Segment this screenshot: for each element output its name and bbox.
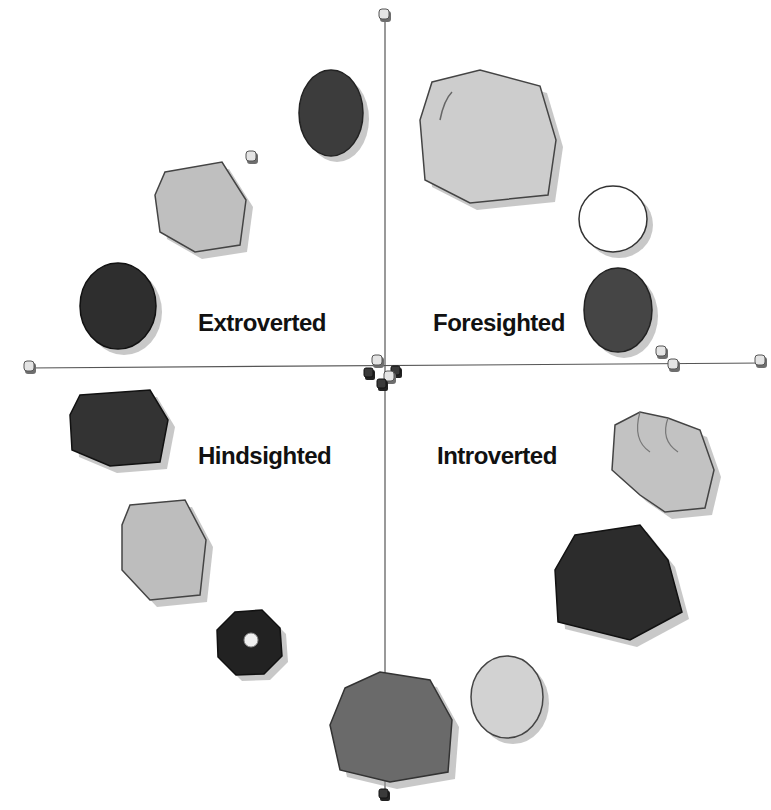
quadrant-label: Extroverted [198, 310, 326, 336]
quadrant-label: Hindsighted [198, 443, 331, 469]
quadrant-label: Introverted [437, 443, 557, 469]
stones [70, 70, 721, 789]
quadrant-label: Foresighted [433, 310, 565, 336]
